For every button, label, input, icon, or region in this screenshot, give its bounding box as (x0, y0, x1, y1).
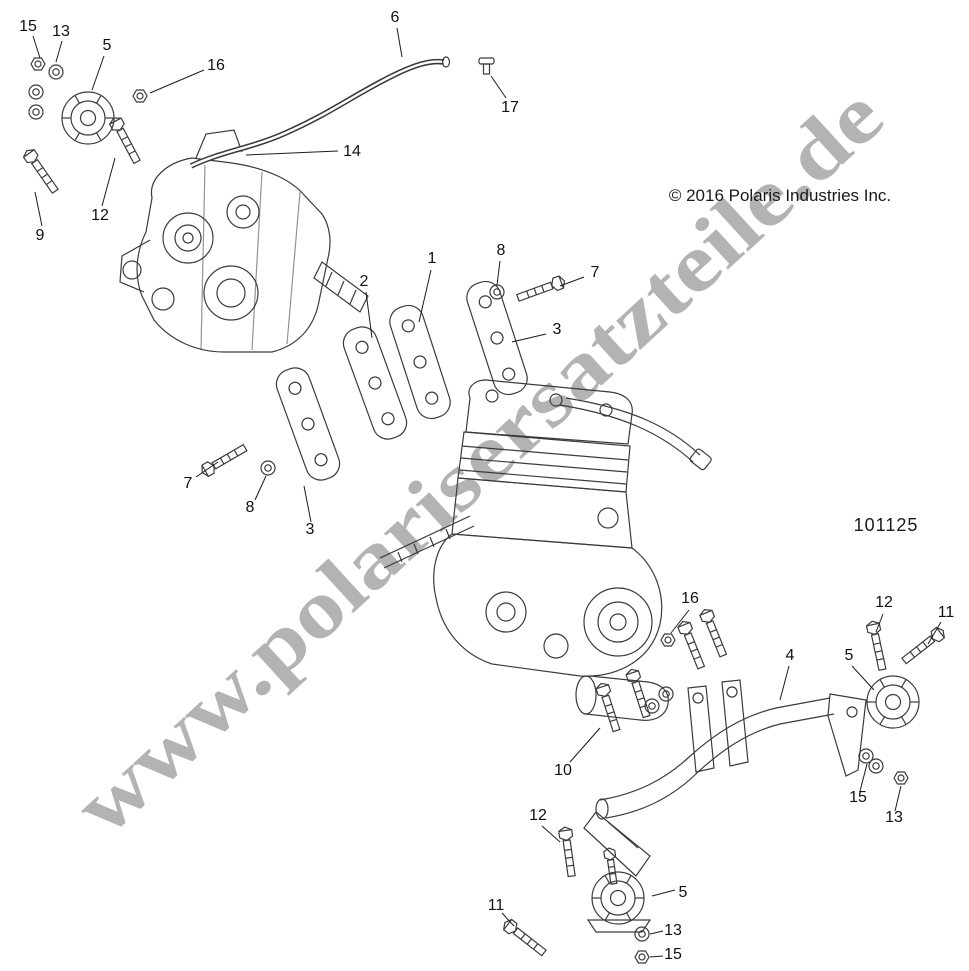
callout-label: 15 (19, 18, 37, 35)
mount-plate (271, 363, 345, 485)
torque-tube-drawing (583, 679, 867, 877)
engine-mount-front (61, 91, 115, 145)
engine-mount-right (866, 675, 920, 729)
copyright-text: © 2016 Polaris Industries Inc. (669, 186, 891, 205)
bolt-10-a (594, 680, 624, 734)
nut-13-right (893, 771, 909, 785)
nut-16-right (660, 633, 676, 647)
washer-13-bottom (634, 926, 650, 942)
bolt-11-bottom (500, 916, 549, 959)
bolt-7-upper (515, 274, 568, 305)
callout-label: 10 (554, 762, 572, 779)
engine-mount-bottom-base (586, 919, 652, 933)
callout-label: 3 (553, 321, 562, 338)
nut-15-front (30, 57, 46, 71)
washer-13-front (48, 64, 64, 80)
bolt-12-front (107, 114, 144, 166)
bolt-7-lower (198, 441, 249, 479)
bolt-9 (20, 146, 62, 196)
bolt-10-b (624, 666, 654, 720)
callout-label: 5 (845, 647, 854, 664)
callout-label: 7 (184, 475, 193, 492)
callout-label: 6 (391, 9, 400, 26)
callout-label: 11 (488, 897, 505, 914)
callout-label: 5 (103, 37, 112, 54)
bolt-16-b (698, 606, 730, 659)
transmission-drawing (119, 129, 369, 353)
bolt-12-bottom (557, 825, 579, 878)
callout-label: 4 (786, 647, 795, 664)
nut-16-front (132, 89, 148, 103)
callout-label: 13 (52, 23, 70, 40)
washer-front-b (28, 104, 44, 120)
washer-10-b (658, 686, 674, 702)
drawing-number: 101125 (854, 515, 919, 535)
callout-label: 1 (428, 250, 437, 267)
callout-label: 12 (529, 807, 547, 824)
callout-label: 8 (246, 499, 255, 516)
callout-label: 17 (501, 99, 519, 116)
callout-label: 14 (343, 143, 361, 160)
callout-label: 5 (679, 884, 688, 901)
callout-label: 9 (36, 227, 45, 244)
callout-label: 2 (360, 273, 369, 290)
bolt-16-a (676, 618, 708, 671)
callout-label: 13 (664, 922, 682, 939)
engine-mount-bottom (591, 871, 645, 925)
callout-label: 16 (207, 57, 225, 74)
callout-label: 7 (591, 264, 600, 281)
nut-15-bottom (634, 950, 650, 964)
callout-label: 16 (681, 590, 699, 607)
callout-label: 8 (497, 242, 506, 259)
washer-15-right-b (868, 758, 884, 774)
bolt-11-right (899, 624, 948, 667)
callout-label: 13 (885, 809, 903, 826)
callout-label: 12 (91, 207, 109, 224)
callout-label: 3 (306, 521, 315, 538)
callout-label: 12 (875, 594, 893, 611)
mount-plate (338, 322, 412, 444)
callout-label: 11 (938, 604, 955, 621)
vent-tube-drawing (189, 56, 451, 169)
washer-8-lower (260, 460, 276, 476)
leader-lines (32, 27, 942, 958)
clip-drawing (478, 57, 495, 75)
callout-label: 15 (664, 946, 682, 963)
washer-front-a (28, 84, 44, 100)
engine-drawing (379, 379, 712, 721)
callout-label: 15 (849, 789, 867, 806)
